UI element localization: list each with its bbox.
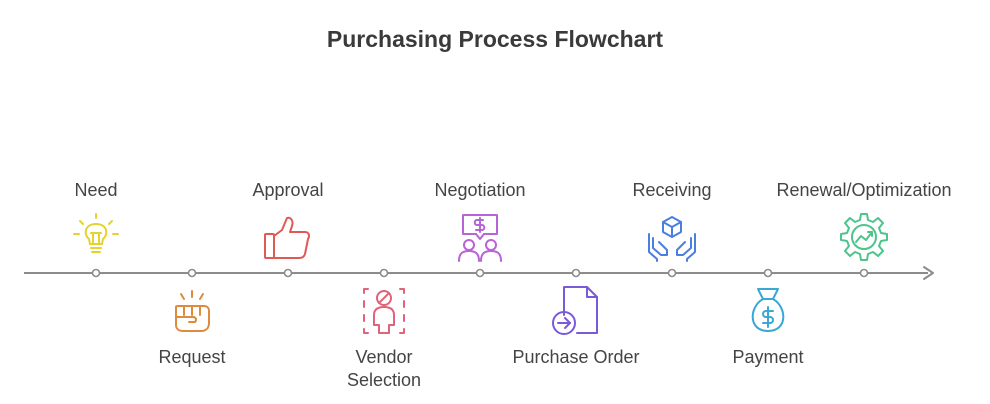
step-label: Negotiation bbox=[380, 179, 580, 202]
hands-box-icon bbox=[647, 212, 697, 262]
page-title: Purchasing Process Flowchart bbox=[326, 26, 664, 52]
step-label-line: Selection bbox=[346, 370, 422, 390]
step-label-line: Purchase Order bbox=[512, 347, 640, 367]
step-label-line: Renewal/Optimization bbox=[776, 180, 952, 200]
step-label: Receiving bbox=[572, 179, 772, 202]
step-label: Need bbox=[0, 179, 196, 202]
timeline-dot bbox=[667, 268, 677, 278]
timeline-dot bbox=[571, 268, 581, 278]
step-label: Renewal/Optimization bbox=[764, 179, 964, 202]
step-label: Approval bbox=[188, 179, 388, 202]
step-label-line: Vendor bbox=[355, 347, 413, 367]
step-label-line: Payment bbox=[732, 347, 804, 367]
timeline-dot bbox=[91, 268, 101, 278]
timeline-dot bbox=[187, 268, 197, 278]
step-label: Request bbox=[92, 346, 292, 369]
step-label-line: Request bbox=[158, 347, 226, 367]
negotiation-icon bbox=[455, 212, 505, 262]
thumbs-up-icon bbox=[263, 212, 313, 262]
step-label-line: Approval bbox=[252, 180, 324, 200]
step-label-line: Need bbox=[74, 180, 118, 200]
timeline-dot bbox=[475, 268, 485, 278]
step-label-line: Receiving bbox=[632, 180, 712, 200]
lightbulb-icon bbox=[71, 212, 121, 262]
person-selection-icon bbox=[359, 285, 409, 335]
gear-chart-icon bbox=[839, 212, 889, 262]
timeline-arrowhead bbox=[923, 266, 934, 280]
step-label: Payment bbox=[668, 346, 868, 369]
money-bag-icon bbox=[743, 285, 793, 335]
document-arrow-icon bbox=[551, 285, 601, 335]
step-label-line: Negotiation bbox=[434, 180, 526, 200]
step-label: Purchase Order bbox=[476, 346, 676, 369]
timeline-dot bbox=[763, 268, 773, 278]
timeline-dot bbox=[283, 268, 293, 278]
timeline-dot bbox=[379, 268, 389, 278]
timeline-dot bbox=[859, 268, 869, 278]
fist-icon bbox=[167, 285, 217, 335]
